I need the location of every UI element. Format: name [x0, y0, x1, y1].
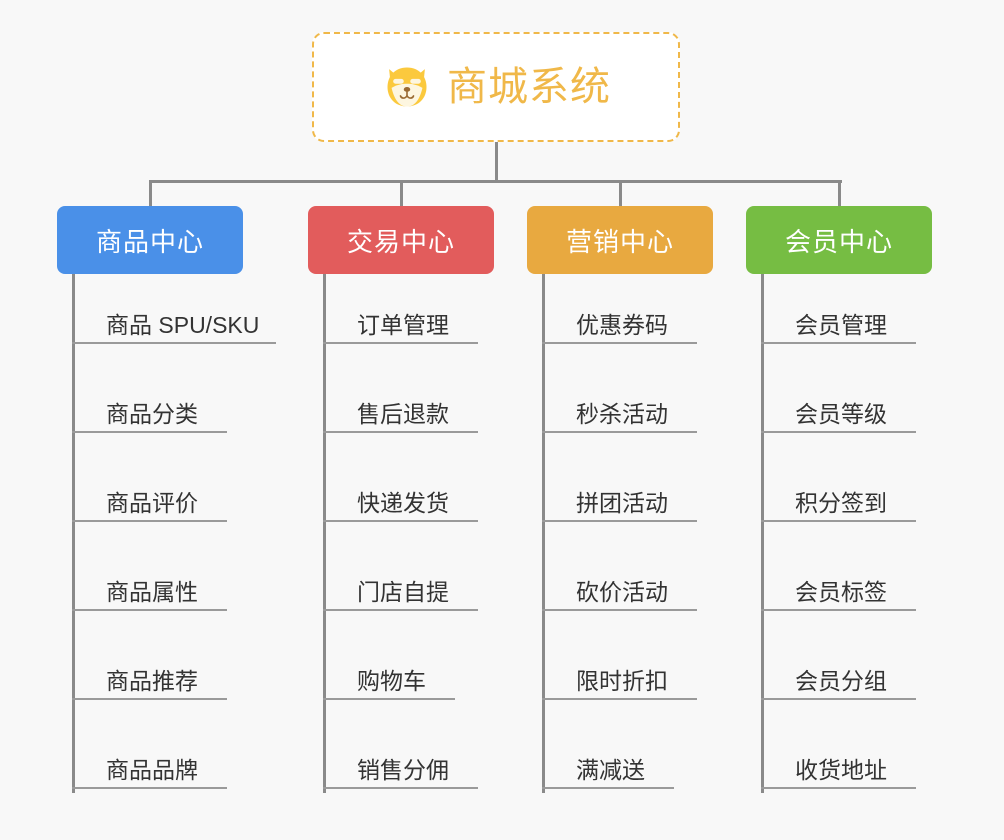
leaf-item[interactable]: 订单管理 — [323, 300, 478, 344]
shiba-dog-face-icon — [387, 67, 427, 107]
leaf-item[interactable]: 砍价活动 — [542, 567, 697, 611]
leaf-item[interactable]: 秒杀活动 — [542, 389, 697, 433]
category-box-0[interactable]: 商品中心 — [57, 206, 243, 274]
leaf-label: 限时折扣 — [576, 667, 668, 694]
leaf-label: 商品分类 — [106, 400, 198, 427]
leaf-label: 商品评价 — [106, 489, 198, 516]
category-label: 交易中心 — [346, 226, 455, 257]
leaf-item[interactable]: 商品分类 — [72, 389, 227, 433]
category-box-3[interactable]: 会员中心 — [746, 206, 932, 274]
leaf-label: 商品属性 — [106, 578, 198, 605]
branch-spine — [72, 272, 75, 793]
leaf-item[interactable]: 商品品牌 — [72, 745, 227, 789]
leaf-item[interactable]: 会员标签 — [761, 567, 916, 611]
leaf-item[interactable]: 快递发货 — [323, 478, 478, 522]
leaf-label: 订单管理 — [357, 311, 449, 338]
leaf-label: 会员分组 — [795, 667, 887, 694]
leaf-item[interactable]: 门店自提 — [323, 567, 478, 611]
leaf-label: 商品品牌 — [106, 756, 198, 783]
leaf-label: 会员管理 — [795, 311, 887, 338]
root-title: 商城系统 — [447, 65, 611, 109]
category-label: 营销中心 — [565, 226, 674, 257]
leaf-label: 收货地址 — [795, 756, 887, 783]
leaf-label: 商品推荐 — [106, 667, 198, 694]
leaf-item[interactable]: 商品 SPU/SKU — [72, 300, 276, 344]
branch-drop-line-0 — [149, 180, 152, 206]
leaf-label: 满减送 — [576, 756, 645, 783]
leaf-item[interactable]: 积分签到 — [761, 478, 916, 522]
leaf-item[interactable]: 优惠券码 — [542, 300, 697, 344]
leaf-item[interactable]: 会员分组 — [761, 656, 916, 700]
leaf-label: 秒杀活动 — [576, 400, 668, 427]
leaf-label: 优惠券码 — [576, 311, 668, 338]
leaf-item[interactable]: 满减送 — [542, 745, 674, 789]
root-node[interactable]: 商城系统 — [312, 32, 680, 142]
leaf-item[interactable]: 商品推荐 — [72, 656, 227, 700]
leaf-label: 售后退款 — [357, 400, 449, 427]
leaf-item[interactable]: 拼团活动 — [542, 478, 697, 522]
leaf-label: 拼团活动 — [576, 489, 668, 516]
leaf-item[interactable]: 收货地址 — [761, 745, 916, 789]
category-box-1[interactable]: 交易中心 — [308, 206, 494, 274]
leaf-item[interactable]: 商品评价 — [72, 478, 227, 522]
leaf-label: 购物车 — [357, 667, 426, 694]
branch-drop-line-2 — [619, 180, 622, 206]
leaf-label: 门店自提 — [357, 578, 449, 605]
leaf-label: 积分签到 — [795, 489, 887, 516]
leaf-item[interactable]: 商品属性 — [72, 567, 227, 611]
leaf-item[interactable]: 销售分佣 — [323, 745, 478, 789]
branch-spine — [761, 272, 764, 793]
branch-spine — [323, 272, 326, 793]
leaf-item[interactable]: 会员管理 — [761, 300, 916, 344]
leaf-label: 会员等级 — [795, 400, 887, 427]
category-label: 商品中心 — [95, 226, 204, 257]
leaf-item[interactable]: 售后退款 — [323, 389, 478, 433]
horizontal-bus-line — [150, 180, 842, 183]
leaf-label: 销售分佣 — [357, 756, 449, 783]
root-stem-line — [495, 142, 498, 180]
leaf-item[interactable]: 限时折扣 — [542, 656, 697, 700]
category-box-2[interactable]: 营销中心 — [527, 206, 713, 274]
branch-spine — [542, 272, 545, 793]
branch-drop-line-1 — [400, 180, 403, 206]
leaf-label: 会员标签 — [795, 578, 887, 605]
leaf-label: 商品 SPU/SKU — [106, 311, 260, 338]
category-label: 会员中心 — [784, 226, 893, 257]
leaf-item[interactable]: 会员等级 — [761, 389, 916, 433]
branch-drop-line-3 — [838, 180, 841, 206]
leaf-label: 砍价活动 — [576, 578, 668, 605]
leaf-item[interactable]: 购物车 — [323, 656, 455, 700]
leaf-label: 快递发货 — [357, 489, 449, 516]
